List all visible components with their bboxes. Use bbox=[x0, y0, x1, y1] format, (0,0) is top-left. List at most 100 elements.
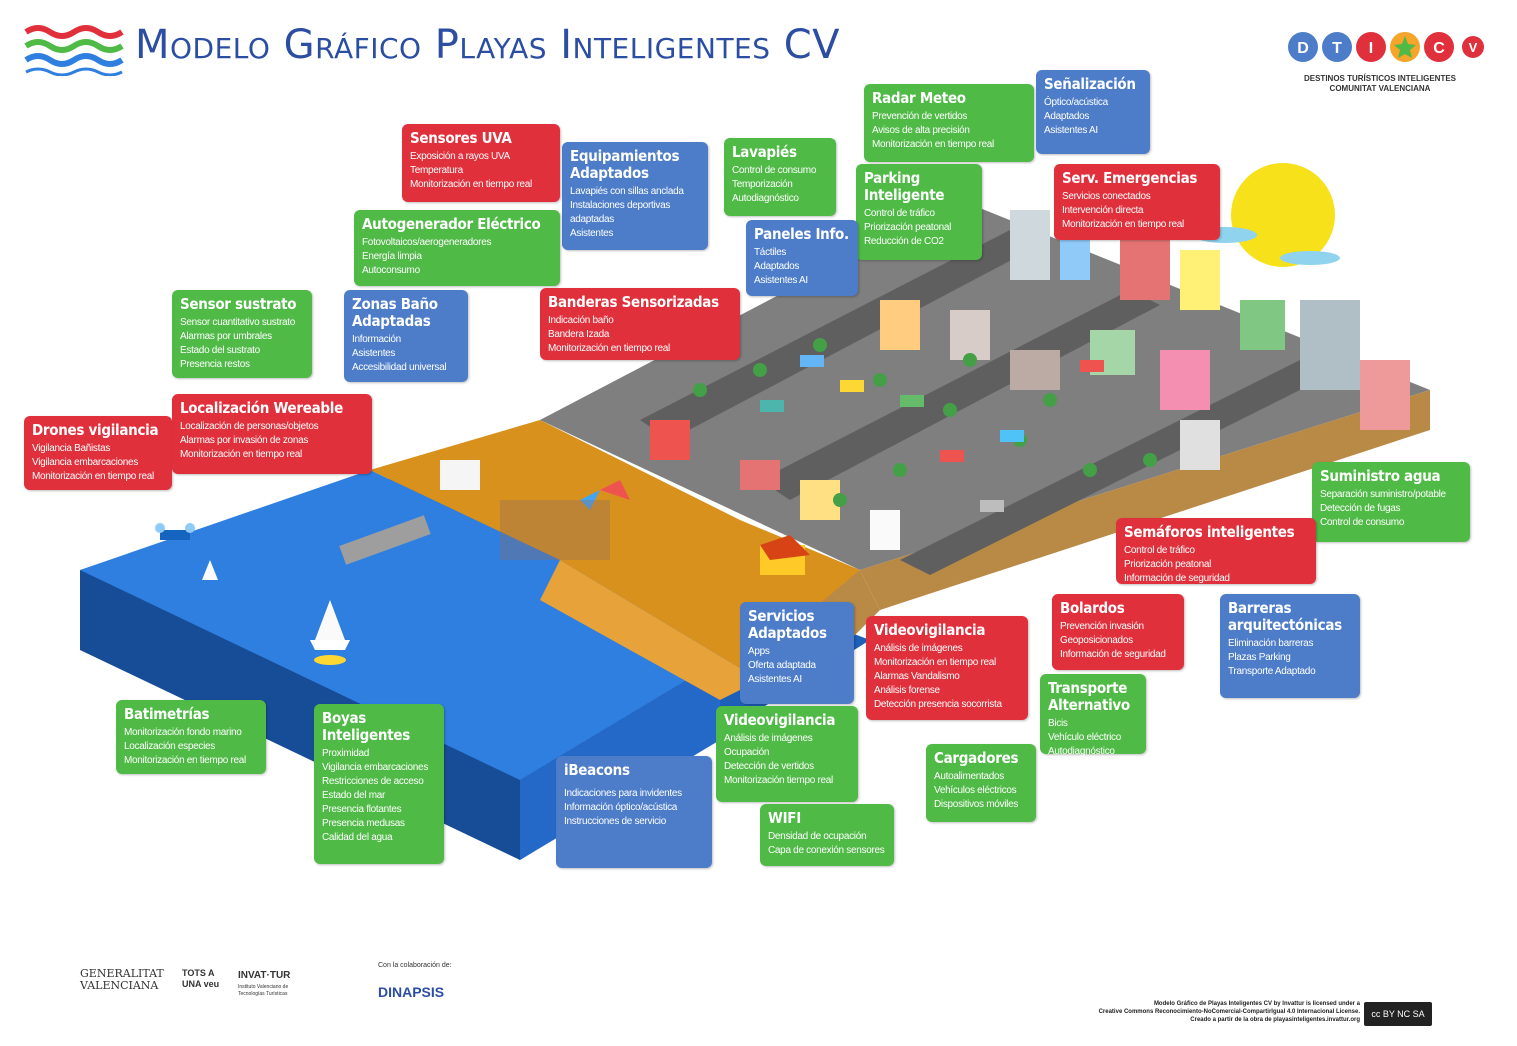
card-item: Monitorización en tiempo real bbox=[872, 139, 994, 150]
card-title: Autogenerador Eléctrico bbox=[362, 215, 541, 233]
card-item: Monitorización en tiempo real bbox=[32, 471, 154, 482]
dti-subtitle-line2: COMUNITAT VALENCIANA bbox=[1329, 84, 1431, 93]
generalitat-logo: GENERALITAT VALENCIANA bbox=[80, 967, 164, 992]
card-title: Paneles Info. bbox=[754, 225, 849, 243]
license-line: Modelo Gráfico de Playas Inteligentes CV… bbox=[1153, 1001, 1360, 1007]
card-title: Parking Inteligente bbox=[864, 169, 945, 204]
card-item: Densidad de ocupación bbox=[768, 831, 867, 842]
card-item: Asistentes AI bbox=[1044, 125, 1098, 136]
card-item: Detección de fugas bbox=[1320, 503, 1401, 514]
card-item: Monitorización en tiempo real bbox=[1062, 219, 1184, 230]
card-item: Localización especies bbox=[124, 741, 215, 752]
card-item: Vigilancia embarcaciones bbox=[322, 762, 429, 773]
card-item: Intervención directa bbox=[1062, 205, 1144, 216]
card-title: Sensores UVA bbox=[410, 129, 512, 147]
card-item: Bicis bbox=[1048, 718, 1068, 729]
card-item: Proximidad bbox=[322, 748, 370, 759]
card-title: WIFI bbox=[768, 809, 801, 827]
card-title: Batimetrías bbox=[124, 705, 210, 723]
sea-surface bbox=[80, 470, 720, 780]
card-item: Accesibilidad universal bbox=[352, 362, 447, 373]
card-item: Análisis forense bbox=[874, 685, 940, 696]
cars bbox=[760, 355, 1104, 512]
card-title: Suministro agua bbox=[1320, 467, 1441, 485]
card-item: Eliminación barreras bbox=[1228, 638, 1314, 649]
card-item: Geoposicionados bbox=[1060, 635, 1133, 646]
cloud-icon bbox=[1280, 251, 1340, 265]
card-item: Avisos de alta precisión bbox=[872, 125, 970, 136]
card-item: Detección de vertidos bbox=[724, 761, 814, 772]
card-item: Asistentes AI bbox=[748, 674, 802, 685]
card-item: Análisis de imágenes bbox=[724, 733, 813, 744]
dti-letter-v: V bbox=[1469, 40, 1478, 55]
card-item: Calidad del agua bbox=[322, 832, 393, 843]
card-suministro: Suministro agua Separación suministro/po… bbox=[1312, 462, 1470, 542]
card-item: Autodiagnóstico bbox=[1048, 746, 1115, 757]
card-title: iBeacons bbox=[564, 761, 630, 779]
card-item: Asistentes bbox=[352, 348, 396, 359]
card-item: Plazas Parking bbox=[1228, 652, 1291, 663]
sand bbox=[370, 420, 860, 680]
card-barreras: Barreras arquitectónicas Eliminación bar… bbox=[1220, 594, 1360, 698]
dti-letter-d: D bbox=[1297, 40, 1309, 57]
card-item: Autodiagnóstico bbox=[732, 193, 799, 204]
card-title: Bolardos bbox=[1060, 599, 1125, 617]
dinapsis-logo: DINAPSIS bbox=[378, 984, 445, 1000]
page-title: Modelo Gráfico Playas Inteligentes CV bbox=[135, 22, 841, 68]
drone-icon bbox=[155, 523, 195, 540]
buoy-icon bbox=[314, 655, 346, 665]
card-item: Reducción de CO2 bbox=[864, 236, 944, 247]
card-item: Apps bbox=[748, 646, 770, 657]
card-item: Vigilancia embarcaciones bbox=[32, 457, 139, 468]
card-title: Videovigilancia bbox=[724, 711, 836, 729]
card-item: Vehículos eléctricos bbox=[934, 785, 1017, 796]
card-item: Temperatura bbox=[410, 165, 463, 176]
card-item: Restricciones de acceso bbox=[322, 776, 424, 787]
card-title: Zonas Baño Adaptadas bbox=[352, 295, 438, 330]
dti-subtitle: DESTINOS TURÍSTICOS INTELIGENTES COMUNIT… bbox=[1280, 74, 1480, 94]
card-title: Transporte Alternativo bbox=[1048, 679, 1130, 714]
card-title: Drones vigilancia bbox=[32, 421, 159, 439]
card-item: Capa de conexión sensores bbox=[768, 845, 885, 856]
card-item: Control de consumo bbox=[732, 165, 817, 176]
cc-license-badge[interactable]: cc BY NC SA bbox=[1364, 1002, 1432, 1026]
card-sensor-sustrato: Sensor sustrato Sensor cuantitativo sust… bbox=[172, 290, 312, 378]
card-item: Monitorización en tiempo real bbox=[548, 343, 670, 354]
card-item: Presencia medusas bbox=[322, 818, 405, 829]
card-item: Asistentes AI bbox=[754, 275, 808, 286]
card-item: Monitorización en tiempo real bbox=[180, 449, 302, 460]
card-item: Localización de personas/objetos bbox=[180, 421, 319, 432]
card-equipamientos: Equipamientos Adaptados Lavapiés con sil… bbox=[562, 142, 708, 250]
card-item: Estado del sustrato bbox=[180, 345, 260, 356]
card-item: Información óptico/acústica bbox=[564, 802, 678, 813]
license-line: Creative Commons Reconocimiento-NoComerc… bbox=[1098, 1009, 1360, 1015]
card-item: Monitorización tiempo real bbox=[724, 775, 833, 786]
collaboration-label: Con la colaboración de: bbox=[378, 962, 452, 969]
card-item: Instalaciones deportivas bbox=[570, 200, 671, 211]
card-item: Bandera Izada bbox=[548, 329, 610, 340]
card-item: Prevención invasión bbox=[1060, 621, 1144, 632]
card-item: Servicios conectados bbox=[1062, 191, 1151, 202]
card-item: Información de seguridad bbox=[1124, 573, 1230, 584]
card-item: Táctiles bbox=[754, 247, 787, 258]
card-title: Sensor sustrato bbox=[180, 295, 297, 313]
card-title: Radar Meteo bbox=[872, 89, 966, 107]
card-item: Control de consumo bbox=[1320, 517, 1405, 528]
card-item: Separación suministro/potable bbox=[1320, 489, 1446, 500]
card-title: Señalización bbox=[1044, 75, 1136, 93]
card-item: Detección presencia socorrista bbox=[874, 699, 1002, 710]
dti-letter-c: C bbox=[1433, 40, 1445, 57]
dti-letter-i: I bbox=[1369, 40, 1373, 57]
